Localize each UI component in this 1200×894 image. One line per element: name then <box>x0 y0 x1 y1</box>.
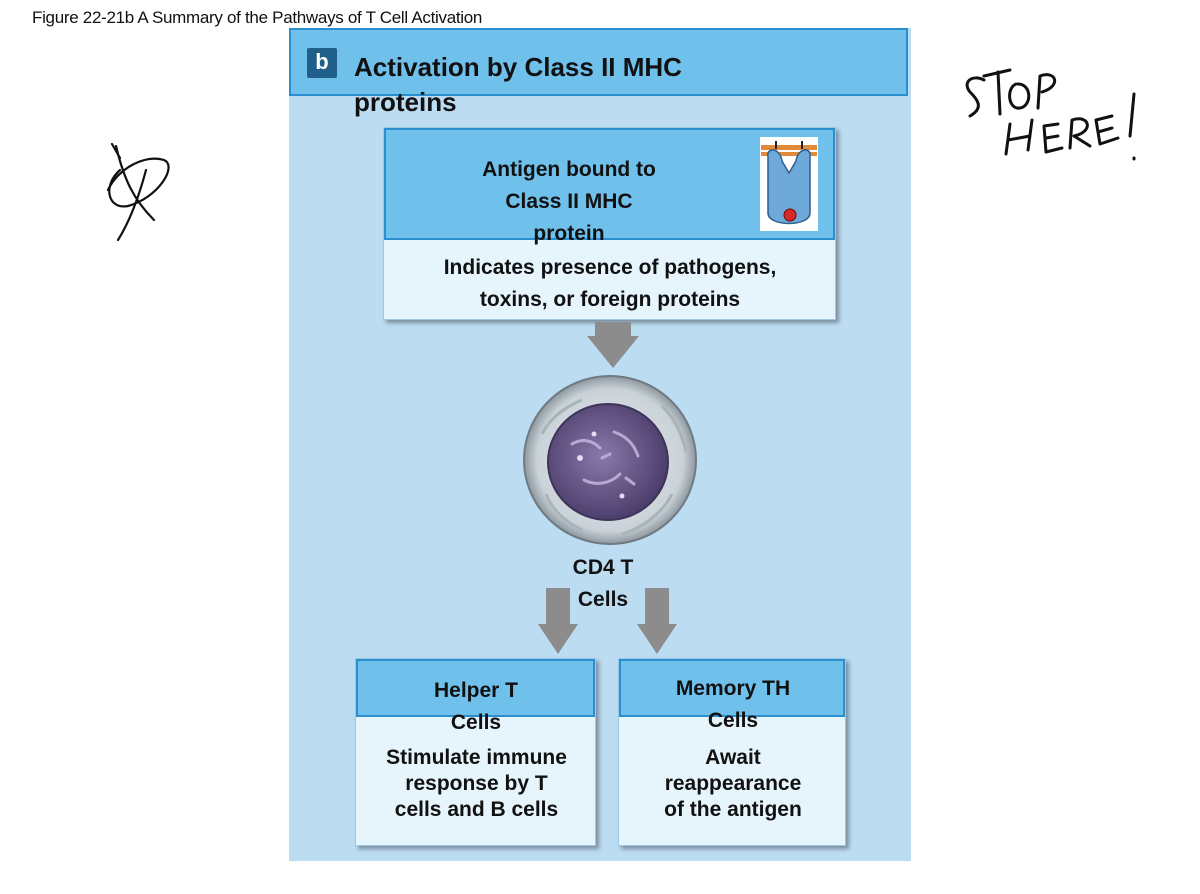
memory-box-header <box>619 659 845 717</box>
mhc-protein-icon <box>760 137 818 231</box>
figure-caption: Figure 22-21b A Summary of the Pathways … <box>32 8 483 27</box>
cd4-cell-label: CD4 T Cells <box>572 556 634 611</box>
helper-box-header <box>356 659 595 717</box>
helper-description: Stimulate immune response by T cells and… <box>386 746 567 821</box>
panel-header <box>289 28 908 96</box>
arrow-antigen-to-cell <box>587 322 639 368</box>
memory-description: Await reappearance of the antigen <box>664 746 802 821</box>
helper-label: Helper T Cells <box>433 679 519 734</box>
memory-box: Memory TH Cells Await reappearance of th… <box>618 658 846 846</box>
scribble-mark <box>106 142 170 242</box>
panel-badge: b <box>307 48 337 78</box>
panel-title: Activation by Class II MHC proteins <box>354 52 682 117</box>
memory-label: Memory TH Cells <box>675 677 791 732</box>
t-cell-icon <box>523 375 697 545</box>
antigen-box: Antigen bound to Class II MHC protein In… <box>383 127 836 320</box>
arrow-to-helper <box>538 588 578 654</box>
arrow-to-memory <box>637 588 677 654</box>
antigen-box-header <box>384 128 835 240</box>
antigen-label: Antigen bound to Class II MHC protein <box>482 158 656 245</box>
helper-box: Helper T Cells Stimulate immune response… <box>355 658 596 846</box>
stop-here-handwriting <box>965 68 1136 161</box>
antigen-description: Indicates presence of pathogens, toxins,… <box>443 256 777 311</box>
